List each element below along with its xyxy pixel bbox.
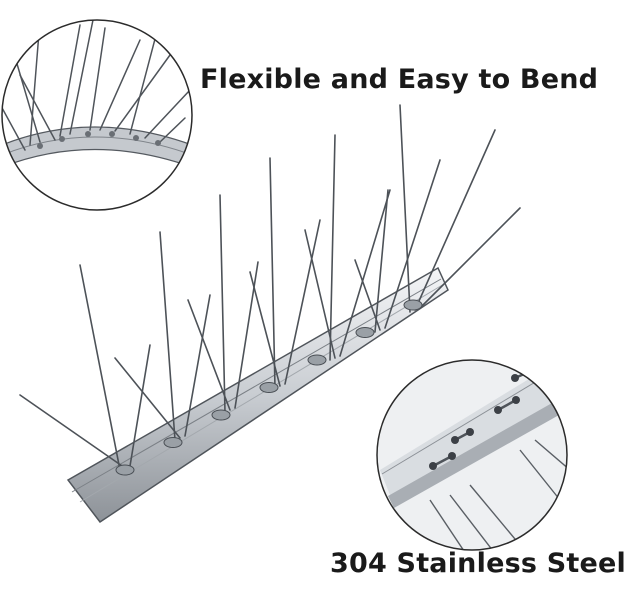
spike-wire <box>129 344 151 467</box>
spike-wire <box>284 219 321 385</box>
spike-clip <box>259 382 279 393</box>
spike-strip <box>19 104 521 524</box>
spike-clip <box>115 464 135 476</box>
bend-detail-inset <box>1 19 193 211</box>
spike-wire <box>329 134 336 361</box>
spike-wire <box>184 294 211 437</box>
product-illustration <box>1 19 568 551</box>
spike-clip <box>403 299 423 311</box>
spike-clip <box>211 409 231 421</box>
spike-wire <box>339 189 391 357</box>
caption-stainless-steel: 304 Stainless Steel <box>330 548 626 579</box>
spike-wire <box>19 394 126 469</box>
spike-wire <box>249 271 281 387</box>
caption-flexible: Flexible and Easy to Bend <box>200 64 599 95</box>
spike-clip <box>307 354 327 366</box>
spike-wire <box>414 129 496 311</box>
spike-wire <box>219 194 226 413</box>
spike-clips <box>115 299 423 476</box>
spike-clip <box>355 327 375 338</box>
spike-wire <box>419 207 521 309</box>
spike-wire <box>399 104 411 313</box>
spike-wire <box>384 159 441 329</box>
spike-wire <box>79 264 121 471</box>
spike-wire <box>269 157 276 389</box>
spike-wire <box>187 299 231 411</box>
spike-wire <box>304 229 336 359</box>
spike-wire <box>159 231 176 441</box>
spikes <box>19 104 521 471</box>
stainless-steel-inset <box>376 359 568 551</box>
spike-clip <box>163 437 183 448</box>
spike-wire <box>114 357 181 439</box>
spike-wire <box>374 189 389 333</box>
spike-wire <box>354 259 381 331</box>
